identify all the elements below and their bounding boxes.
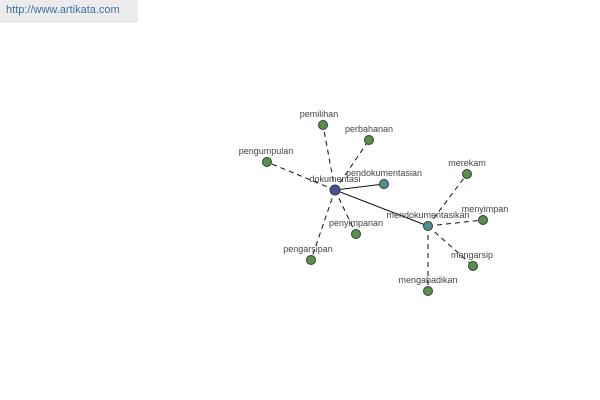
- edge-dokumentasi-penyimpanan: [334, 189, 357, 235]
- edge-dokumentasi-pengarsipan: [310, 189, 336, 261]
- node-mendokumentasikan[interactable]: [423, 221, 433, 231]
- edge-dokumentasi-mendokumentasikan: [334, 189, 429, 227]
- label-dokumentasi[interactable]: dokumentasi: [309, 174, 360, 184]
- node-perbahanan[interactable]: [364, 135, 374, 145]
- edge-mendokumentasikan-merekam: [427, 173, 468, 227]
- label-pemilihan[interactable]: pemilihan: [300, 109, 339, 119]
- label-perbahanan[interactable]: perbahanan: [345, 124, 393, 134]
- edge-dokumentasi-perbahanan: [334, 139, 370, 191]
- label-pendokumentasian[interactable]: pendokumentasian: [346, 168, 422, 178]
- label-penyimpanan[interactable]: penyimpanan: [329, 218, 383, 228]
- node-mengarsip[interactable]: [468, 261, 478, 271]
- node-penyimpanan[interactable]: [351, 229, 361, 239]
- edge-dokumentasi-pengumpulan: [266, 161, 336, 191]
- edge-mendokumentasikan-menyimpan: [427, 219, 484, 227]
- node-merekam[interactable]: [462, 169, 472, 179]
- edge-mendokumentasikan-mengarsip: [427, 225, 474, 267]
- node-pengumpulan[interactable]: [262, 157, 272, 167]
- node-mengabadikan[interactable]: [423, 286, 433, 296]
- node-pendokumentasian[interactable]: [379, 179, 389, 189]
- labels-layer: dokumentasi mendokumentasikan pendokumenta…: [239, 109, 509, 285]
- node-dokumentasi[interactable]: [329, 184, 341, 196]
- label-pengumpulan[interactable]: pengumpulan: [239, 146, 294, 156]
- node-pengarsipan[interactable]: [306, 255, 316, 265]
- label-menyimpan[interactable]: menyimpan: [462, 204, 509, 214]
- node-menyimpan[interactable]: [478, 215, 488, 225]
- label-mengarsip[interactable]: mengarsip: [451, 250, 493, 260]
- site-url-link[interactable]: http://www.artikata.com: [6, 4, 120, 16]
- edges-layer: [266, 124, 484, 291]
- node-pemilihan[interactable]: [318, 120, 328, 130]
- label-mengabadikan[interactable]: mengabadikan: [398, 275, 457, 285]
- label-pengarsipan[interactable]: pengarsipan: [283, 244, 333, 254]
- edge-dokumentasi-pemilihan: [322, 124, 336, 191]
- nodes-layer: [262, 120, 488, 296]
- label-mendokumentasikan[interactable]: mendokumentasikan: [386, 210, 469, 220]
- edge-dokumentasi-pendokumentasian: [334, 183, 385, 191]
- label-merekam[interactable]: merekam: [448, 158, 486, 168]
- url-bar: http://www.artikata.com: [0, 0, 138, 22]
